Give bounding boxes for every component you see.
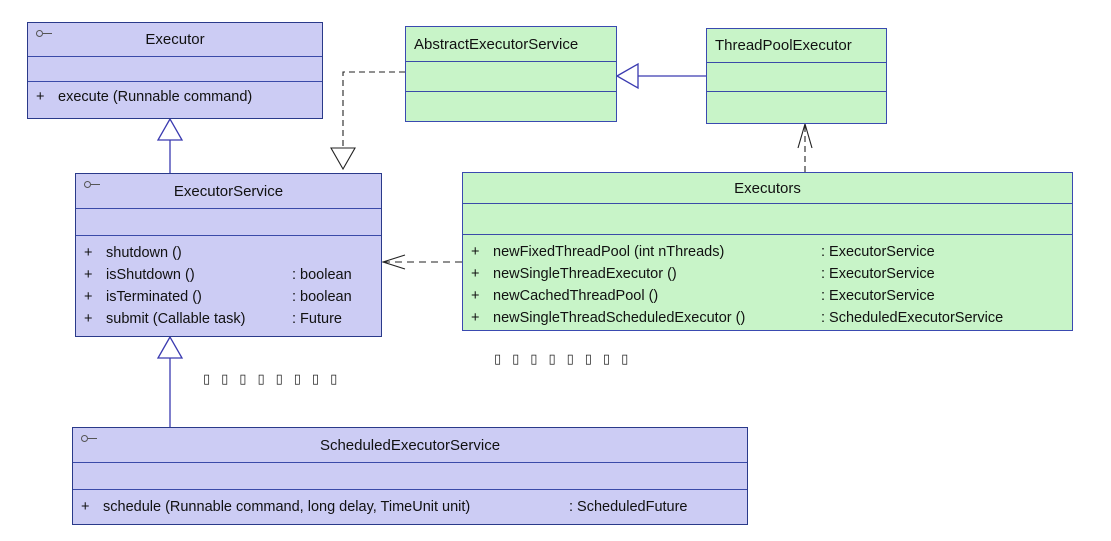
operation-return-type: : ScheduledFuture <box>569 499 688 515</box>
executorservice-name: ExecutorService <box>173 183 284 200</box>
operation-signature: isTerminated () <box>106 289 202 305</box>
operation-row: + newCachedThreadPool () : ExecutorServi… <box>463 285 1072 307</box>
executorservice-attribute-compartment <box>76 209 381 236</box>
visibility-marker: + <box>84 267 93 283</box>
operation-return-type: : Future <box>292 311 342 327</box>
scheduled-attribute-compartment <box>73 463 747 490</box>
operation-signature: newSingleThreadScheduledExecutor () <box>493 310 746 326</box>
placeholder-glyphs-right: ▯▯▯▯▯▯▯▯ <box>494 351 640 366</box>
realization-arrowhead-executorservice <box>330 147 356 171</box>
operation-signature: newFixedThreadPool (int nThreads) <box>493 244 725 260</box>
operation-row: + newFixedThreadPool (int nThreads) : Ex… <box>463 241 1072 263</box>
realization-abstract-executorservice <box>342 71 405 148</box>
visibility-marker: + <box>81 499 90 515</box>
visibility-marker: + <box>471 244 480 260</box>
operation-signature: submit (Callable task) <box>106 311 246 327</box>
abstract-title-compartment: AbstractExecutorService <box>406 27 616 62</box>
operation-signature: schedule (Runnable command, long delay, … <box>103 499 471 515</box>
operation-return-type: : ExecutorService <box>821 288 935 304</box>
operation-signature: isShutdown () <box>106 267 195 283</box>
threadpool-name: ThreadPoolExecutor <box>715 37 852 54</box>
threadpool-title-compartment: ThreadPoolExecutor <box>707 29 886 63</box>
operation-return-type: : boolean <box>292 289 352 305</box>
operation-return-type: : ScheduledExecutorService <box>821 310 1004 326</box>
scheduled-name: ScheduledExecutorService <box>319 437 501 454</box>
interface-icon <box>81 434 97 442</box>
executorservice-operations: + shutdown () + isShutdown () : boolean … <box>76 236 381 330</box>
executor-interface[interactable]: Executor + execute (Runnable command) <box>27 22 323 119</box>
interface-icon <box>36 29 52 37</box>
executor-attribute-compartment <box>28 57 322 82</box>
scheduledexecutorservice-interface[interactable]: ScheduledExecutorService + schedule (Run… <box>72 427 748 525</box>
abstract-name: AbstractExecutorService <box>414 36 579 53</box>
visibility-marker: + <box>84 289 93 305</box>
operation-row: + isTerminated () : boolean <box>76 286 381 308</box>
generalization-arrowhead-executor <box>156 117 184 141</box>
scheduled-operations: + schedule (Runnable command, long delay… <box>73 490 747 518</box>
visibility-marker: + <box>84 311 93 327</box>
generalization-arrowhead-abstract <box>615 62 639 90</box>
visibility-marker: + <box>471 310 480 326</box>
interface-icon <box>84 180 100 188</box>
operation-signature: newSingleThreadExecutor () <box>493 266 677 282</box>
visibility-marker: + <box>471 288 480 304</box>
operation-row: + newSingleThreadExecutor () : ExecutorS… <box>463 263 1072 285</box>
operation-return-type: : boolean <box>292 267 352 283</box>
operation-row: + newSingleThreadScheduledExecutor () : … <box>463 307 1072 329</box>
abstractexecutorservice-class[interactable]: AbstractExecutorService <box>405 26 617 122</box>
executors-title-compartment: Executors <box>463 173 1072 204</box>
threadpool-attribute-compartment <box>707 63 886 92</box>
executors-operations: + newFixedThreadPool (int nThreads) : Ex… <box>463 235 1072 329</box>
dependency-arrowhead-threadpool <box>797 122 813 149</box>
operation-row: + schedule (Runnable command, long delay… <box>73 496 747 518</box>
operation-return-type: : ExecutorService <box>821 244 935 260</box>
operation-row: + shutdown () <box>76 242 381 264</box>
operation-row: + isShutdown () : boolean <box>76 264 381 286</box>
visibility-marker: + <box>471 266 480 282</box>
operation-return-type: : ExecutorService <box>821 266 935 282</box>
operation-row: + submit (Callable task) : Future <box>76 308 381 330</box>
operation-signature: newCachedThreadPool () <box>493 288 659 304</box>
threadpoolexecutor-class[interactable]: ThreadPoolExecutor <box>706 28 887 124</box>
generalization-arrowhead-executorservice <box>156 335 184 359</box>
executors-name: Executors <box>734 180 801 197</box>
operation-signature: execute (Runnable command) <box>58 89 253 105</box>
executor-operations: + execute (Runnable command) <box>28 82 322 108</box>
executor-name: Executor <box>145 31 205 48</box>
visibility-marker: + <box>84 245 93 261</box>
visibility-marker: + <box>36 89 45 105</box>
operation-row: + execute (Runnable command) <box>28 86 322 108</box>
executorservice-interface[interactable]: ExecutorService + shutdown () + isShutdo… <box>75 173 382 337</box>
placeholder-glyphs-left: ▯▯▯▯▯▯▯▯ <box>203 371 349 386</box>
dependency-arrowhead-executorservice <box>381 254 406 270</box>
executorservice-title-compartment: ExecutorService <box>76 174 381 209</box>
executors-class[interactable]: Executors + newFixedThreadPool (int nThr… <box>462 172 1073 331</box>
executor-title-compartment: Executor <box>28 23 322 57</box>
scheduled-title-compartment: ScheduledExecutorService <box>73 428 747 463</box>
operation-signature: shutdown () <box>106 245 182 261</box>
executors-attribute-compartment <box>463 204 1072 235</box>
abstract-attribute-compartment <box>406 62 616 92</box>
